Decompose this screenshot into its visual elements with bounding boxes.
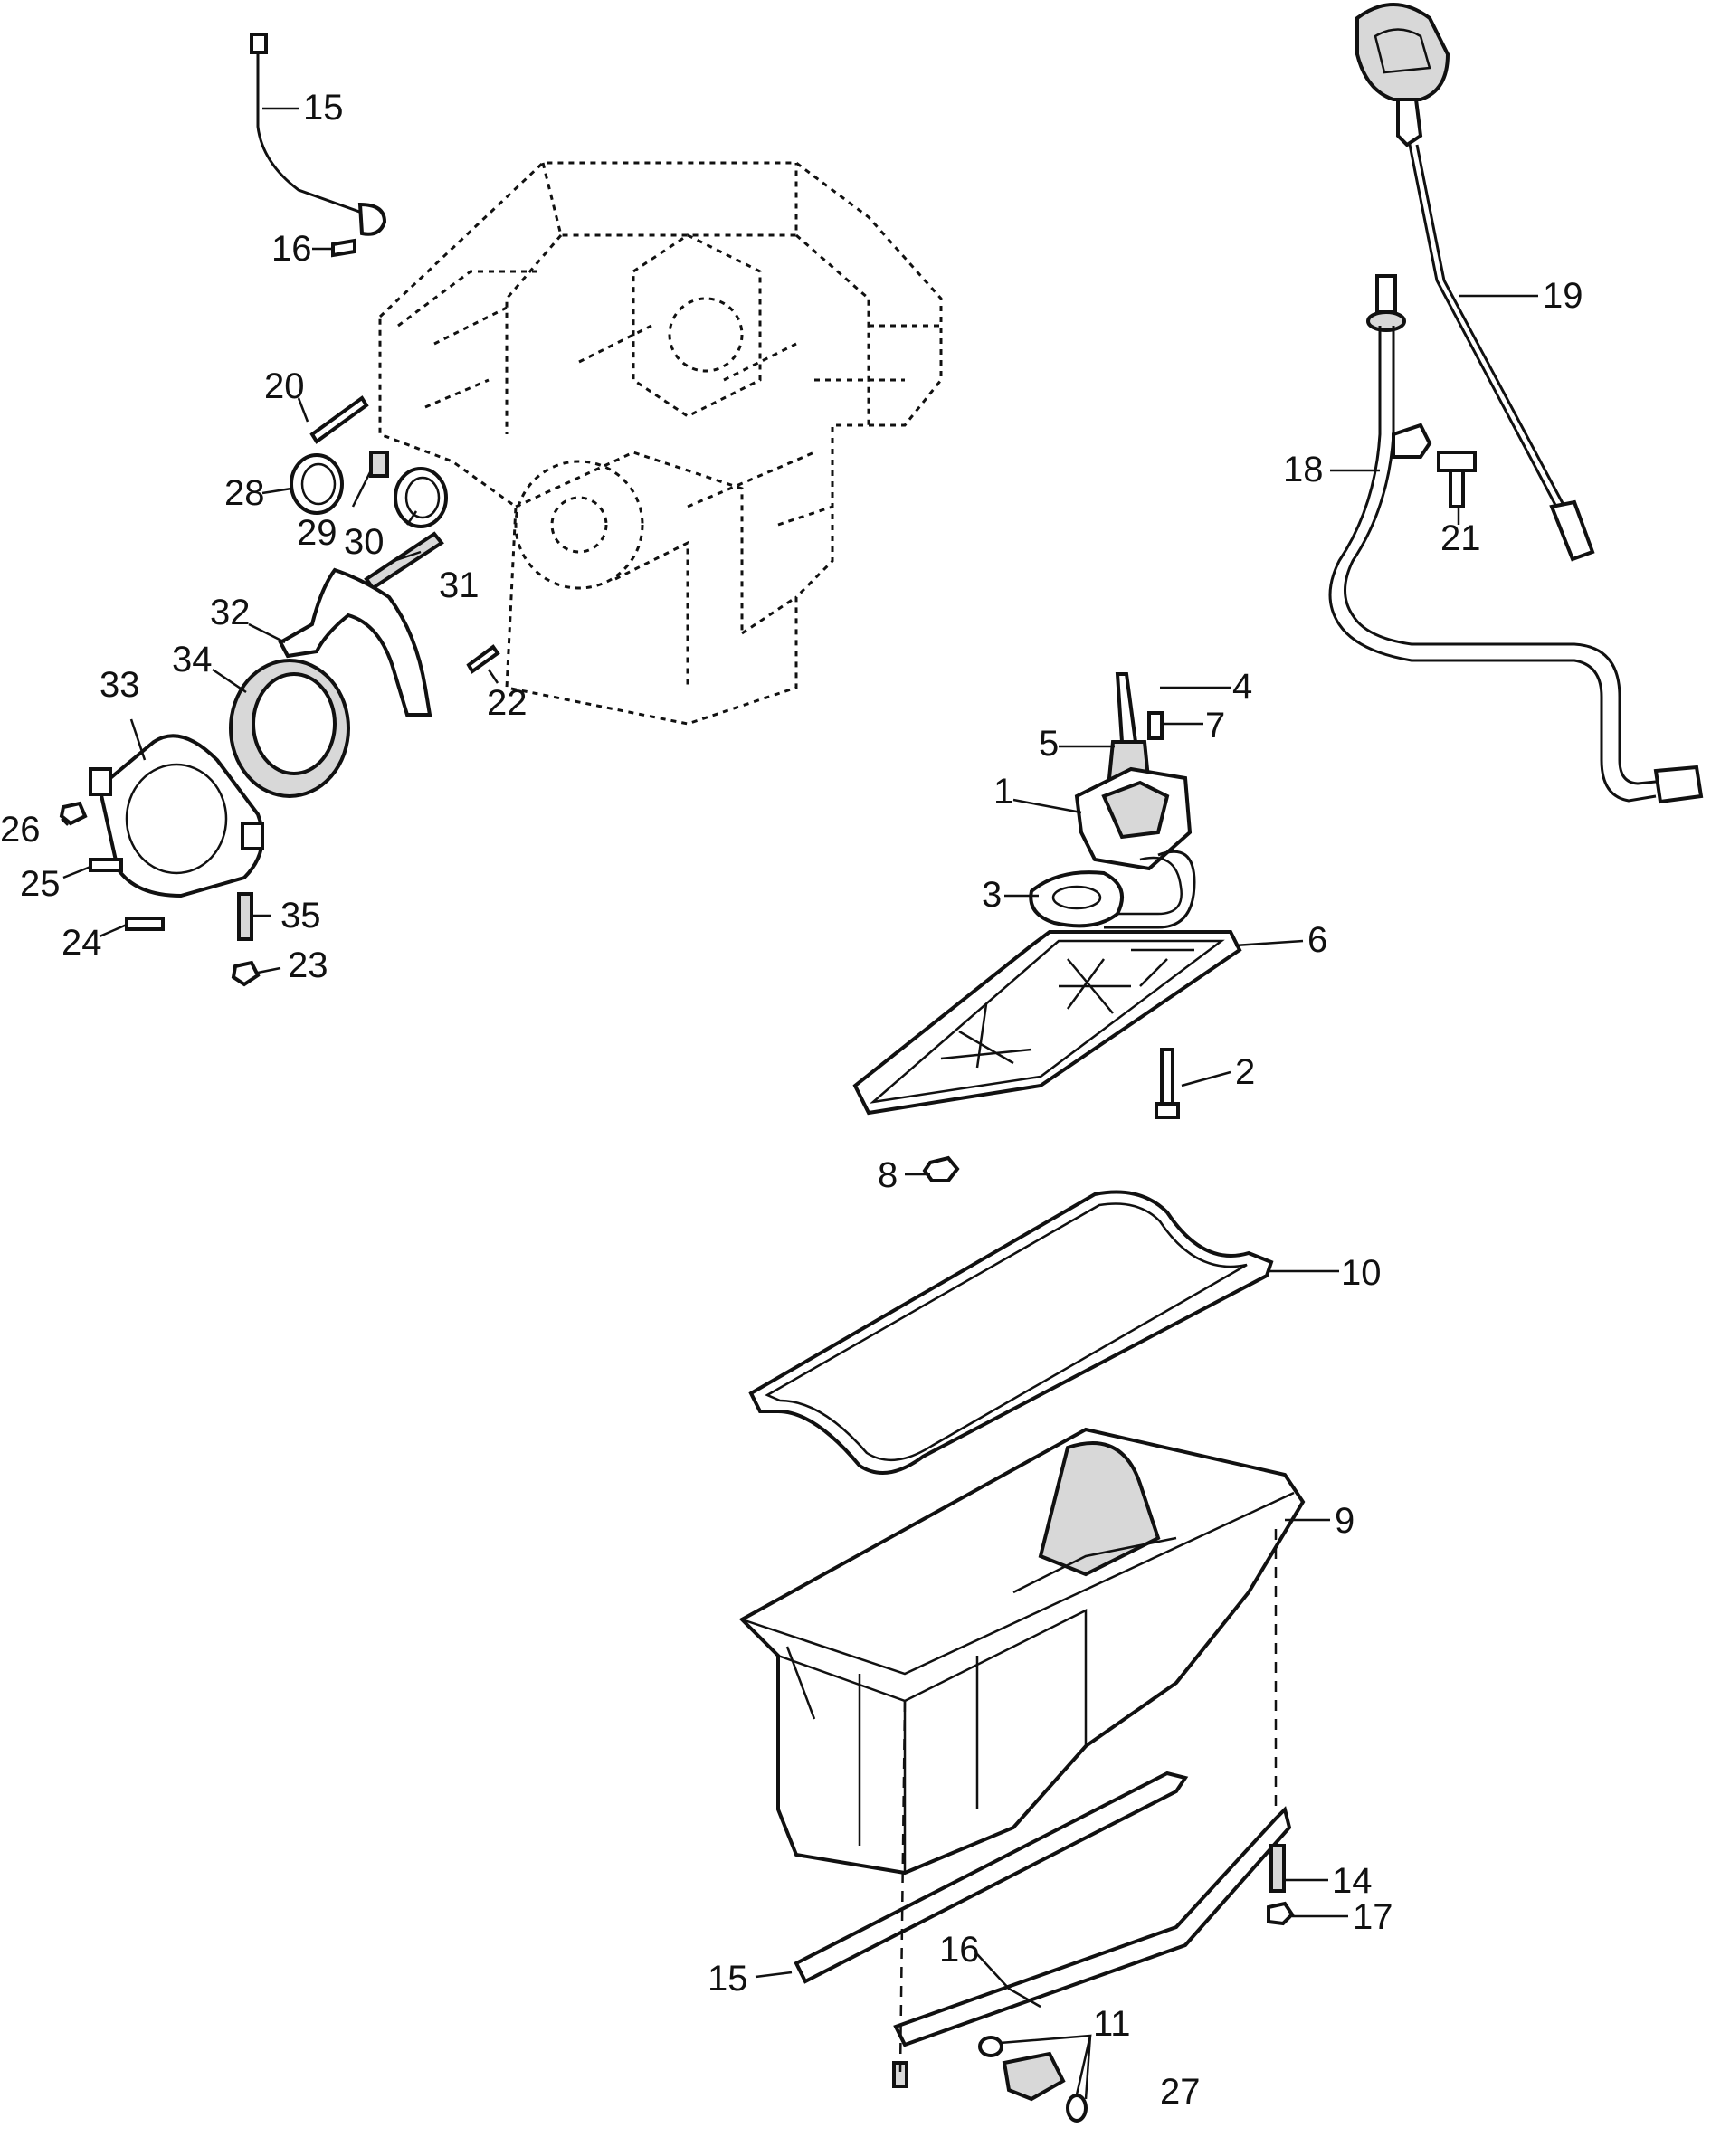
bolt-2 (1155, 1048, 1180, 1119)
callout-30: 30 (344, 522, 385, 562)
dipstick (1355, 3, 1595, 562)
callout-35: 35 (280, 896, 321, 936)
callout-33: 33 (100, 665, 140, 705)
callout-8: 8 (878, 1155, 898, 1195)
callout-27: 27 (1160, 2072, 1201, 2112)
pan-side-gasket (794, 1771, 1292, 2047)
dipstick-tube (1328, 274, 1704, 804)
callout-19: 19 (1543, 276, 1583, 316)
spring-29 (369, 451, 389, 478)
callout-24: 24 (62, 923, 102, 963)
rear-main-seal-34 (229, 659, 350, 798)
seal-housing-33 (89, 734, 264, 898)
callout-22: 22 (487, 683, 528, 723)
callout-32: 32 (210, 593, 251, 632)
callout-3: 3 (982, 875, 1002, 915)
callout-17: 17 (1353, 1897, 1393, 1937)
oil-pump-assembly (1029, 672, 1196, 929)
callout-25: 25 (20, 864, 61, 904)
windage-tray (852, 930, 1242, 1116)
bolt-21 (1437, 451, 1477, 508)
callout-14: 14 (1332, 1861, 1373, 1901)
callout-21: 21 (1440, 518, 1481, 558)
engine-block-outline (378, 161, 943, 726)
leader-lines (61, 107, 1538, 2100)
callout-7: 7 (1205, 706, 1225, 746)
seal-retainer-32 (278, 567, 432, 717)
callout-26: 26 (0, 810, 41, 850)
callout-5: 5 (1039, 724, 1059, 764)
sensor-harness (250, 33, 387, 236)
callout-16-bottom: 16 (939, 1930, 980, 1970)
callout-9: 9 (1335, 1501, 1355, 1541)
stud-14 (1269, 1844, 1286, 1893)
pin-22 (466, 644, 500, 674)
callout-15-top: 15 (303, 88, 344, 128)
callout-34: 34 (172, 640, 213, 679)
callout-labels: 4 5 7 1 3 6 2 8 10 9 19 18 21 14 17 15 1… (0, 88, 1583, 2112)
callout-31: 31 (439, 565, 480, 605)
pin-20 (309, 395, 369, 444)
oil-pan (738, 1427, 1306, 1876)
nut-8 (922, 1155, 960, 1182)
ring-30 (394, 467, 448, 528)
drain-plug-11 (978, 2036, 1088, 2123)
callout-18: 18 (1283, 450, 1324, 489)
callout-6: 6 (1307, 920, 1327, 960)
callout-15-bottom: 15 (708, 1959, 748, 1999)
callout-20: 20 (264, 366, 305, 406)
callout-29: 29 (297, 513, 337, 553)
callout-2: 2 (1235, 1052, 1255, 1092)
nut-17 (1267, 1901, 1295, 1926)
callout-11: 11 (1093, 2004, 1131, 2044)
callout-16-top: 16 (271, 229, 312, 269)
callout-4: 4 (1232, 667, 1252, 707)
callout-23: 23 (288, 945, 328, 985)
callout-1: 1 (993, 772, 1013, 812)
oil-pan-gasket (748, 1190, 1274, 1475)
bolt-16-top (331, 238, 356, 258)
callout-10: 10 (1341, 1253, 1382, 1293)
ring-28 (290, 453, 344, 515)
assembly-line-left (898, 1700, 907, 2073)
callout-28: 28 (224, 473, 265, 513)
fasteners-23-26 (59, 801, 261, 987)
